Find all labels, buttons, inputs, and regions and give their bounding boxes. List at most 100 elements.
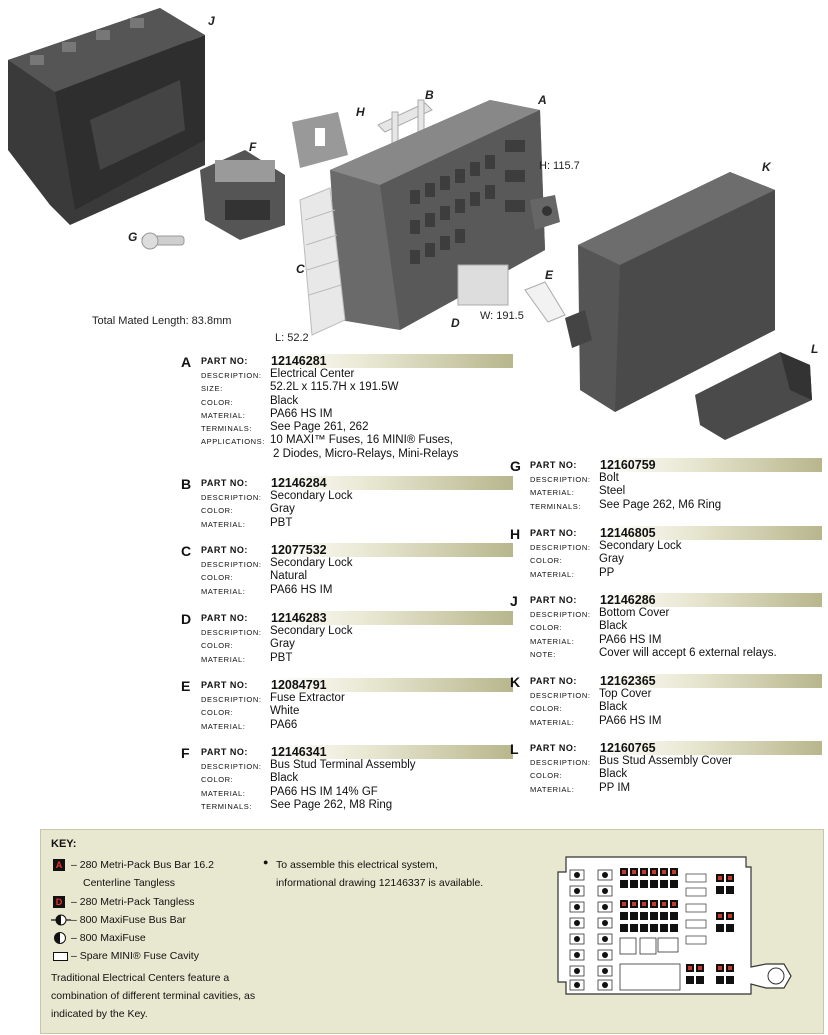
- part-letter: A: [181, 354, 192, 370]
- callout-a: A: [538, 93, 547, 107]
- part-letter: G: [510, 458, 521, 474]
- callout-l: L: [811, 342, 819, 356]
- terminal-d-icon: D: [53, 896, 65, 908]
- exploded-assembly-illustration: [8, 8, 812, 440]
- part-letter: D: [181, 611, 192, 627]
- top-cover-k-drawing: [565, 172, 775, 412]
- part-c-spec: C PART NO:12077532 DESCRIPTION:Secondary…: [181, 543, 513, 597]
- color-value: White: [270, 705, 300, 718]
- part-number: 12077532: [271, 543, 327, 557]
- part-number: 12146283: [271, 611, 327, 625]
- key-footer-3: indicated by the Key.: [51, 1008, 148, 1020]
- callout-k: K: [762, 160, 771, 174]
- bottom-cover-j-drawing: [8, 8, 205, 225]
- part-number: 12084791: [271, 678, 327, 692]
- material-value: PA66 HS IM 14% GF: [270, 785, 378, 798]
- description-value: Bottom Cover: [599, 607, 670, 619]
- description-value: Secondary Lock: [270, 490, 353, 502]
- terminals-value: See Page 262, M6 Ring: [599, 498, 722, 511]
- part-b-spec: B PART NO:12146284 DESCRIPTION:Secondary…: [181, 476, 513, 530]
- bolt-g-drawing: [141, 232, 185, 250]
- cavity-layout-diagram: [557, 856, 792, 995]
- callout-b: B: [425, 88, 434, 102]
- dimension-length: L: 52.2: [275, 332, 309, 344]
- electrical-center-a-drawing: [330, 100, 560, 330]
- part-number: 12160759: [600, 458, 656, 472]
- part-k-spec: K PART NO:12162365 DESCRIPTION:Top Cover…: [510, 674, 822, 728]
- color-value: Black: [270, 772, 299, 785]
- part-letter: J: [510, 593, 518, 609]
- key-footer-1: Traditional Electrical Centers feature a: [51, 972, 230, 984]
- material-value: PA66 HS IM: [270, 407, 333, 420]
- dimension-height: H: 115.7: [539, 160, 580, 172]
- part-letter: C: [181, 543, 192, 559]
- key-footer-2: combination of different terminal caviti…: [51, 990, 256, 1002]
- material-value: PBT: [270, 516, 293, 529]
- part-number: 12160765: [600, 741, 656, 755]
- material-value: PP: [599, 566, 615, 579]
- description-value: Bus Stud Assembly Cover: [599, 755, 732, 767]
- assembly-note-1: To assemble this electrical system,: [276, 859, 438, 871]
- color-value: Black: [270, 394, 299, 407]
- callout-f: F: [249, 140, 257, 154]
- key-item-busbar: – 800 MaxiFuse Bus Bar: [71, 914, 186, 926]
- key-panel: KEY: A – 280 Metri-Pack Bus Bar 16.2 Cen…: [40, 829, 824, 1034]
- callout-j: J: [208, 14, 215, 28]
- callout-e: E: [545, 268, 554, 282]
- key-item-spare: – Spare MINI® Fuse Cavity: [71, 950, 199, 962]
- color-value: Black: [599, 701, 628, 714]
- description-value: Secondary Lock: [270, 625, 353, 637]
- terminals-value: See Page 262, M8 Ring: [270, 798, 393, 811]
- color-value: Gray: [270, 638, 295, 651]
- description-value: Electrical Center: [270, 368, 355, 380]
- color-value: Black: [599, 768, 628, 781]
- part-letter: E: [181, 678, 191, 694]
- assembly-note-2: informational drawing 12146337 is availa…: [276, 877, 484, 889]
- part-letter: H: [510, 526, 521, 542]
- key-item-a: – 280 Metri-Pack Bus Bar 16.2: [71, 859, 214, 871]
- key-item-a-2: Centerline Tangless: [83, 877, 176, 889]
- callout-h: H: [356, 105, 365, 119]
- material-value: Steel: [599, 485, 626, 498]
- key-item-d: – 280 Metri-Pack Tangless: [71, 896, 195, 908]
- secondary-lock-h-drawing: [292, 112, 348, 168]
- part-letter: B: [181, 476, 192, 492]
- material-value: PA66 HS IM: [599, 714, 662, 727]
- total-mated-length: Total Mated Length: 83.8mm: [92, 315, 232, 327]
- material-value: PA66 HS IM: [599, 633, 662, 646]
- color-value: Black: [599, 620, 628, 633]
- description-value: Secondary Lock: [270, 557, 353, 569]
- part-a-spec: A PART NO:12146281 DESCRIPTION:Electrica…: [181, 354, 513, 461]
- callout-g: G: [128, 230, 138, 244]
- applications-value: 10 MAXI™ Fuses, 16 MINI® Fuses,: [270, 434, 453, 447]
- description-value: Secondary Lock: [599, 540, 682, 552]
- secondary-lock-d-drawing: [457, 264, 509, 306]
- secondary-lock-c-drawing: [299, 187, 346, 336]
- color-value: Gray: [270, 503, 295, 516]
- part-number: 12146281: [271, 354, 327, 368]
- color-value: Gray: [599, 553, 624, 566]
- description-value: Top Cover: [599, 688, 652, 700]
- part-d-spec: D PART NO:12146283 DESCRIPTION:Secondary…: [181, 611, 513, 665]
- size-value: 52.2L x 115.7H x 191.5W: [270, 381, 399, 394]
- part-letter: F: [181, 745, 190, 761]
- part-letter: L: [510, 741, 519, 757]
- part-g-spec: G PART NO:12160759 DESCRIPTION:Bolt MATE…: [510, 458, 822, 512]
- material-value: PBT: [270, 651, 293, 664]
- dimension-width: W: 191.5: [480, 310, 524, 322]
- terminal-a-icon: A: [53, 859, 65, 871]
- key-title: KEY:: [51, 838, 77, 850]
- part-l-spec: L PART NO:12160765 DESCRIPTION:Bus Stud …: [510, 741, 822, 795]
- maxifuse-icon: [54, 932, 66, 944]
- material-value: PA66 HS IM: [270, 583, 333, 596]
- material-value: PP IM: [599, 781, 631, 794]
- part-number: 12146284: [271, 476, 327, 490]
- part-number: 12162365: [600, 674, 656, 688]
- part-j-spec: J PART NO:12146286 DESCRIPTION:Bottom Co…: [510, 593, 822, 660]
- part-f-spec: F PART NO:12146341 DESCRIPTION:Bus Stud …: [181, 745, 513, 812]
- description-value: Fuse Extractor: [270, 692, 345, 704]
- maxifuse-bus-bar-icon: [51, 914, 71, 926]
- description-value: Bolt: [599, 472, 619, 484]
- spare-cavity-icon: [53, 952, 68, 961]
- part-number: 12146805: [600, 526, 656, 540]
